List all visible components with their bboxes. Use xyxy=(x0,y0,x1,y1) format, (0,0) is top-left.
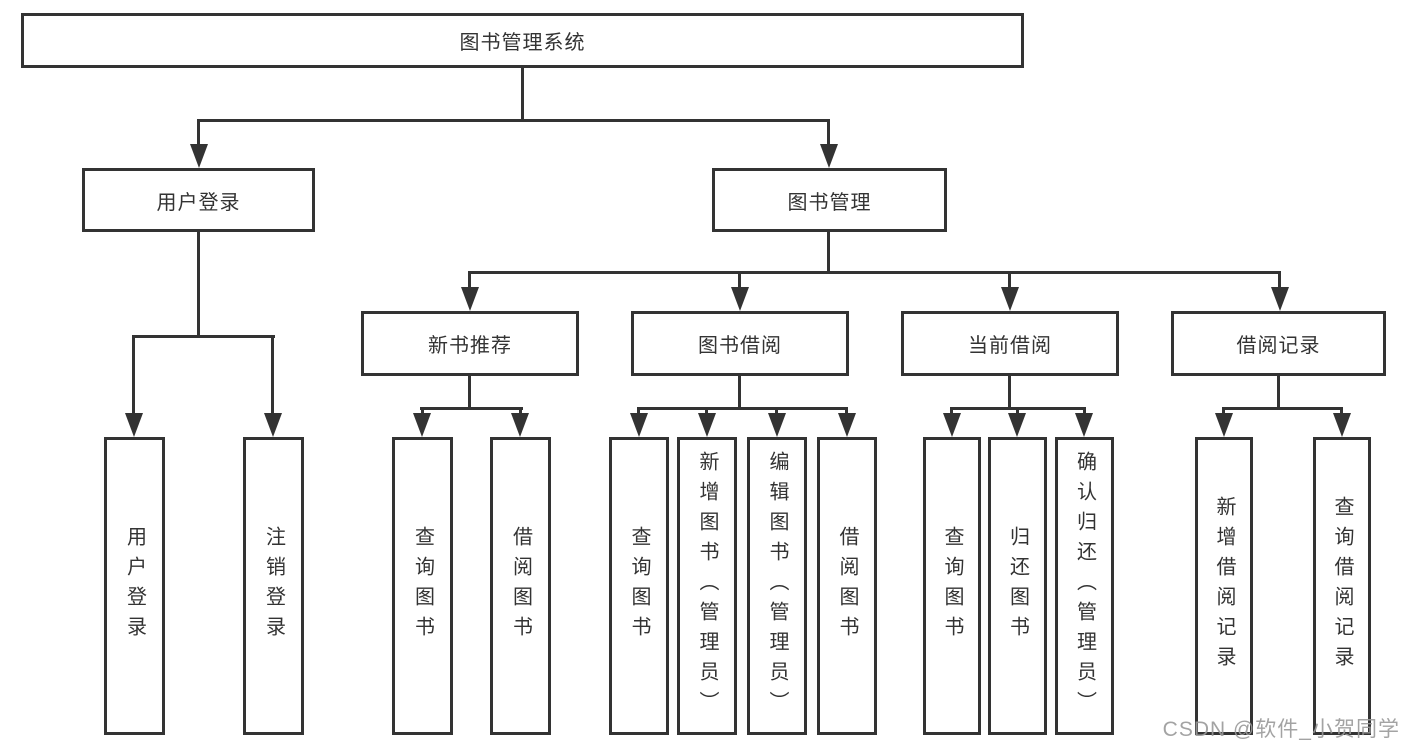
arrow-down-icon xyxy=(1333,413,1351,437)
connector-line xyxy=(1008,271,1011,288)
connector-line xyxy=(1016,407,1019,415)
connector-line xyxy=(738,376,741,409)
connector-line xyxy=(1222,407,1225,415)
node-label: 注销登录 xyxy=(262,526,285,646)
arrow-down-icon xyxy=(731,287,749,311)
connector-line xyxy=(1340,407,1343,415)
arrow-down-icon xyxy=(838,413,856,437)
node-label: 新增借阅记录 xyxy=(1213,496,1235,676)
arrow-down-icon xyxy=(630,413,648,437)
arrow-down-icon xyxy=(698,413,716,437)
node-label: 用户登录 xyxy=(156,191,241,214)
arrow-down-icon xyxy=(1075,413,1093,437)
connector-line xyxy=(827,232,830,273)
node-leaf-user-login: 用户登录 xyxy=(104,437,165,735)
node-label: 借阅记录 xyxy=(1236,335,1321,357)
connector-line xyxy=(132,335,275,338)
connector-line xyxy=(468,376,471,409)
node-new-book-recommend: 新书推荐 xyxy=(361,311,579,376)
arrow-down-icon xyxy=(1001,287,1019,311)
arrow-down-icon xyxy=(511,413,529,437)
node-label: 编辑图书（管理员） xyxy=(766,451,788,721)
arrow-down-icon xyxy=(264,413,282,437)
node-label: 查询图书 xyxy=(941,526,963,646)
connector-line xyxy=(1083,407,1086,415)
connector-line xyxy=(845,407,848,415)
node-leaf-borrow-books-2: 借阅图书 xyxy=(817,437,877,735)
node-label: 查询借阅记录 xyxy=(1331,496,1353,676)
node-leaf-query-borrow-record: 查询借阅记录 xyxy=(1313,437,1371,735)
node-label: 图书借阅 xyxy=(698,335,782,357)
node-label: 借阅图书 xyxy=(836,526,858,646)
node-leaf-return-books: 归还图书 xyxy=(988,437,1047,735)
node-label: 归还图书 xyxy=(1006,526,1029,646)
node-label: 新增图书（管理员） xyxy=(696,451,718,721)
connector-line xyxy=(468,271,471,288)
connector-line xyxy=(1222,407,1343,410)
node-borrowing-records: 借阅记录 xyxy=(1171,311,1386,376)
connector-line xyxy=(132,335,135,415)
connector-line xyxy=(421,407,424,415)
node-leaf-query-books-3: 查询图书 xyxy=(923,437,981,735)
arrow-down-icon xyxy=(190,144,208,168)
node-label: 图书管理 xyxy=(787,191,872,214)
arrow-down-icon xyxy=(1271,287,1289,311)
connector-line xyxy=(197,119,200,146)
connector-line xyxy=(1277,376,1280,409)
arrow-down-icon xyxy=(768,413,786,437)
connector-line xyxy=(197,119,830,122)
connector-line xyxy=(519,407,522,415)
connector-line xyxy=(637,407,640,415)
arrow-down-icon xyxy=(1215,413,1233,437)
node-label: 图书管理系统 xyxy=(459,32,586,54)
arrow-down-icon xyxy=(461,287,479,311)
connector-line xyxy=(738,271,741,288)
node-leaf-borrow-books-1: 借阅图书 xyxy=(490,437,551,735)
node-label: 当前借阅 xyxy=(968,335,1052,357)
connector-line xyxy=(420,407,523,410)
arrow-down-icon xyxy=(1008,413,1026,437)
node-label: 查询图书 xyxy=(628,526,650,646)
node-book-borrowing: 图书借阅 xyxy=(631,311,849,376)
node-leaf-query-books-2: 查询图书 xyxy=(609,437,669,735)
node-label: 新书推荐 xyxy=(428,335,512,357)
node-leaf-confirm-return-admin: 确认归还（管理员） xyxy=(1055,437,1114,735)
node-current-borrowing: 当前借阅 xyxy=(901,311,1119,376)
watermark: CSDN @软件_小贺同学 xyxy=(1162,718,1400,741)
arrow-down-icon xyxy=(413,413,431,437)
connector-line xyxy=(827,119,830,146)
node-leaf-logout: 注销登录 xyxy=(243,437,304,735)
arrow-down-icon xyxy=(125,413,143,437)
node-leaf-add-books-admin: 新增图书（管理员） xyxy=(677,437,737,735)
connector-line xyxy=(271,335,274,415)
connector-line xyxy=(637,407,848,410)
node-user-login: 用户登录 xyxy=(82,168,315,232)
connector-line xyxy=(705,407,708,415)
node-label: 查询图书 xyxy=(411,526,434,646)
node-label: 用户登录 xyxy=(123,526,146,646)
connector-line xyxy=(950,407,953,415)
node-book-management: 图书管理 xyxy=(712,168,947,232)
arrow-down-icon xyxy=(820,144,838,168)
node-leaf-edit-books-admin: 编辑图书（管理员） xyxy=(747,437,807,735)
connector-line xyxy=(775,407,778,415)
connector-line xyxy=(1008,376,1011,409)
node-label: 确认归还（管理员） xyxy=(1073,451,1096,721)
connector-line xyxy=(521,68,524,120)
connector-line xyxy=(197,232,200,337)
node-label: 借阅图书 xyxy=(509,526,532,646)
node-leaf-add-borrow-record: 新增借阅记录 xyxy=(1195,437,1253,735)
connector-line xyxy=(1278,271,1281,288)
arrow-down-icon xyxy=(943,413,961,437)
connector-line xyxy=(468,271,1281,274)
node-leaf-query-books-1: 查询图书 xyxy=(392,437,453,735)
node-root-library-system: 图书管理系统 xyxy=(21,13,1024,68)
